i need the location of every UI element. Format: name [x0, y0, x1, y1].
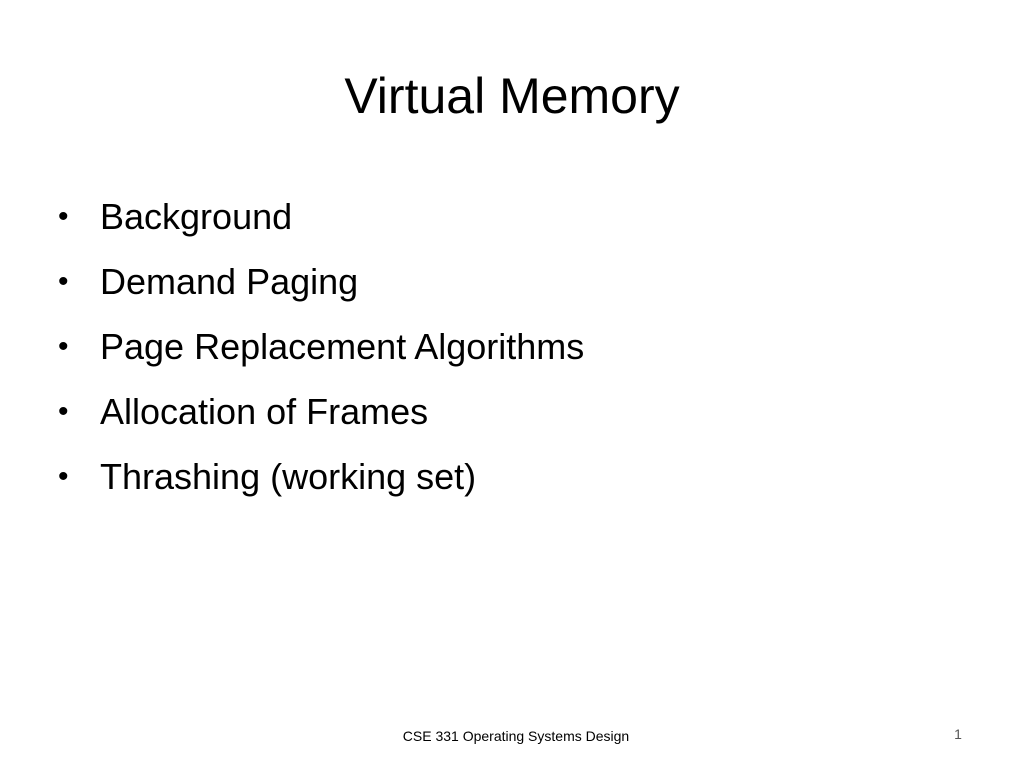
bullet-text: Thrashing (working set) — [100, 456, 477, 497]
bullet-text: Demand Paging — [100, 261, 359, 302]
bullet-item-thrashing: • Thrashing (working set) — [58, 444, 584, 509]
bullet-item-background: • Background — [58, 184, 584, 249]
bullet-text: Background — [100, 196, 293, 237]
slide-title: Virtual Memory — [344, 68, 680, 124]
bullet-item-allocation: • Allocation of Frames — [58, 379, 584, 444]
bullet-text: Page Replacement Algorithms — [100, 326, 585, 367]
bullet-item-page-replacement: • Page Replacement Algorithms — [58, 314, 584, 379]
bullet-icon: • — [58, 200, 69, 233]
slide-footer: CSE 331 Operating Systems Design — [402, 728, 630, 744]
bullet-text: Allocation of Frames — [100, 391, 429, 432]
bullet-list: • Background • Demand Paging • Page Repl… — [58, 184, 584, 509]
slide-number: 1 — [954, 726, 962, 742]
bullet-icon: • — [58, 395, 69, 428]
bullet-icon: • — [58, 330, 69, 363]
bullet-icon: • — [58, 265, 69, 298]
bullet-item-demand-paging: • Demand Paging — [58, 249, 584, 314]
bullet-icon: • — [58, 460, 69, 493]
